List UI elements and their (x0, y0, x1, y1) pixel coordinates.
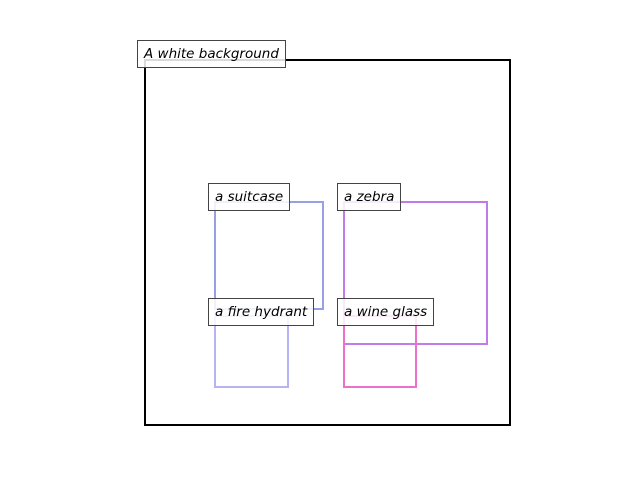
fire-hydrant-label: a fire hydrant (208, 298, 315, 326)
zebra-label: a zebra (337, 183, 402, 211)
background-label: A white background (137, 40, 286, 68)
suitcase-box (214, 201, 324, 310)
canvas-frame (144, 59, 511, 426)
suitcase-label: a suitcase (208, 183, 291, 211)
wine-glass-label: a wine glass (337, 298, 435, 326)
